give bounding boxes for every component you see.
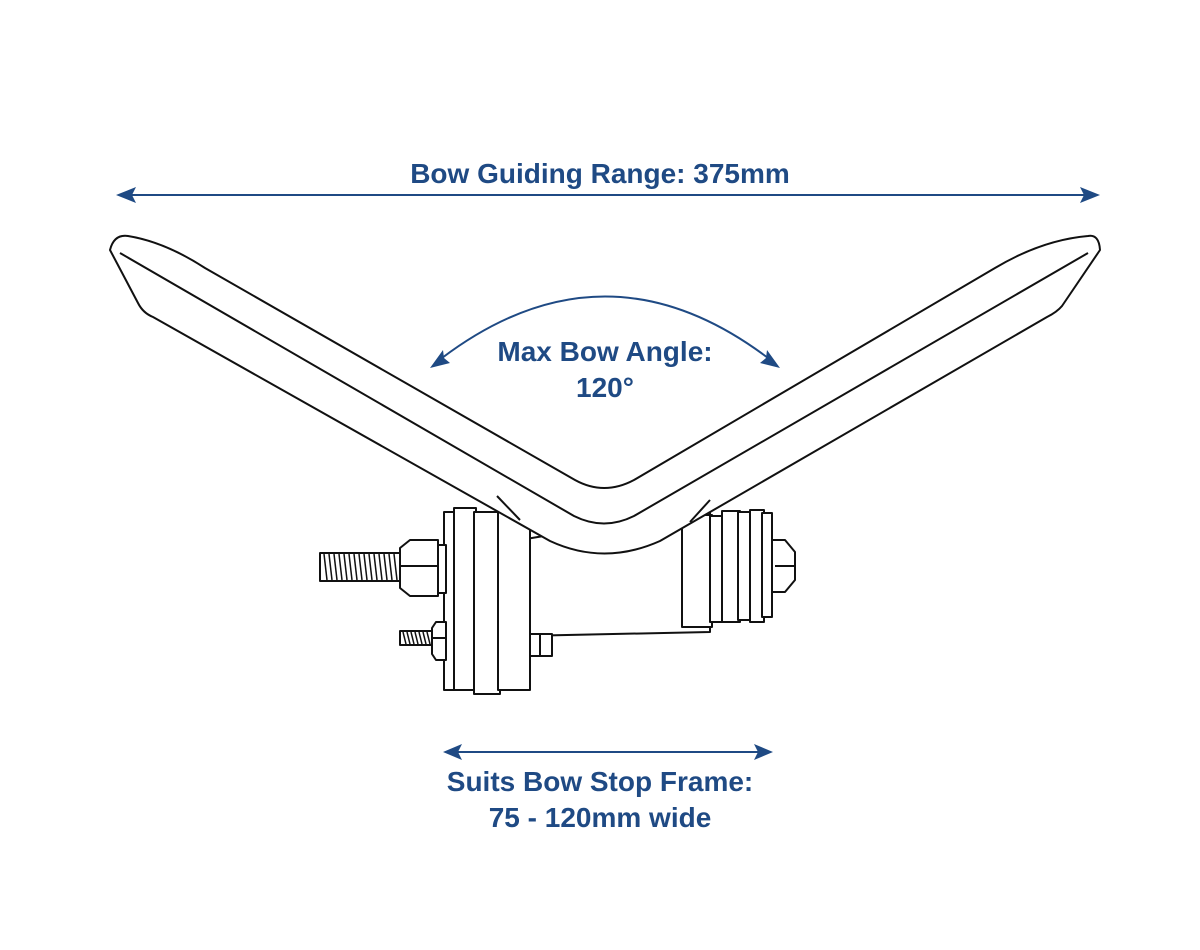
upper-hex-nut [399,539,439,597]
arrow-arc-left-icon [430,350,450,368]
frame-width-label-line1: Suits Bow Stop Frame: [446,766,754,797]
mounting-hardware [319,507,796,695]
max-angle-label: Max Bow Angle: 120° [455,334,755,406]
left-flange-4 [497,509,531,691]
frame-width-label: Suits Bow Stop Frame: 75 - 120mm wide [360,764,840,836]
max-angle-label-line2: 120° [576,372,634,403]
guiding-range-label: Bow Guiding Range: 375mm [410,158,790,189]
lower-hex-nut [431,621,447,661]
max-angle-dimension [430,295,780,368]
max-angle-label-line1: Max Bow Angle: [497,336,713,367]
left-flange-3 [473,511,501,695]
guiding-range-dimension [116,187,1100,203]
right-side-plate [681,514,713,628]
upper-threaded-bolt [319,539,439,597]
arrow-right-icon [1080,187,1100,203]
left-flange-2 [453,507,477,691]
roller-outline [109,234,1101,555]
left-washer [437,544,447,594]
arrow-left-icon [116,187,136,203]
frame-width-label-line2: 75 - 120mm wide [488,802,712,833]
right-flange-5 [761,512,773,618]
lower-threaded-bolt [399,621,447,661]
roller-edge-line [119,252,1089,525]
v-bow-roller [109,234,1101,555]
arrow-frame-left-icon [443,744,462,760]
arrow-frame-right-icon [754,744,773,760]
frame-width-dimension [443,744,773,760]
lower-tab-2 [539,633,553,657]
arrow-arc-right-icon [760,350,780,368]
